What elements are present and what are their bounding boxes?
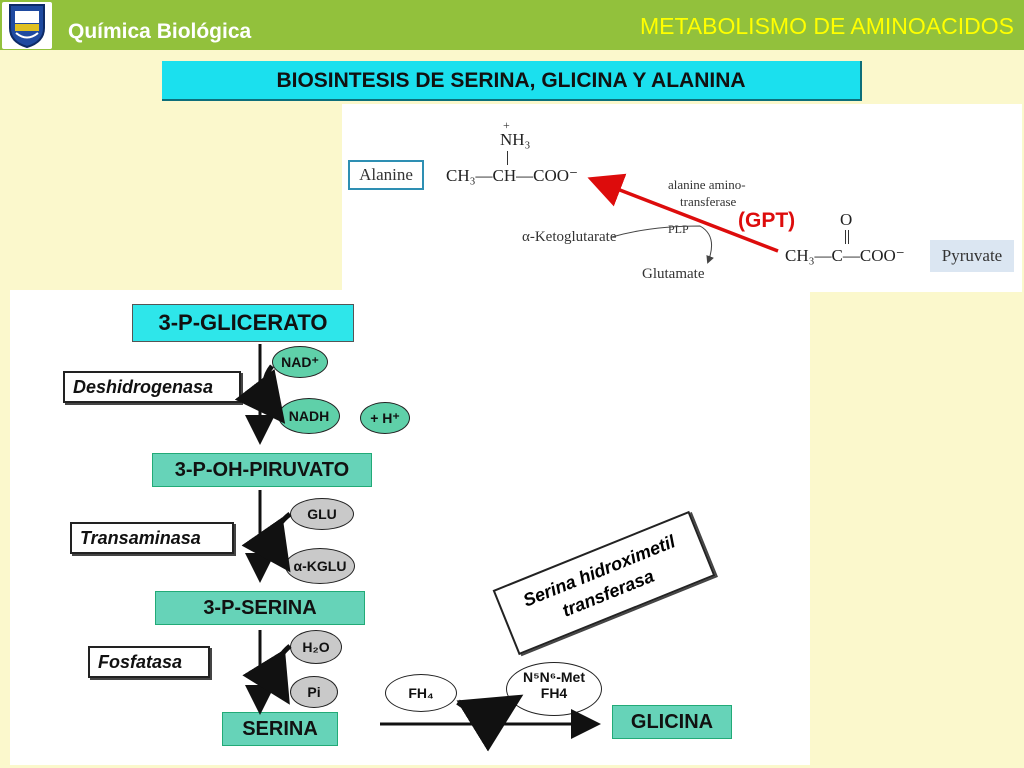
- enzyme-name-line2: transferase: [680, 194, 737, 209]
- pyruvate-label: Pyruvate: [930, 240, 1014, 272]
- fh4-oval: FH₄: [385, 674, 457, 712]
- alanine-formula: CH₃—CH—COO⁻: [446, 166, 579, 185]
- met-line1: N⁵N⁶-Met: [522, 669, 585, 685]
- alanine-reaction-panel: [342, 104, 1022, 292]
- carbonyl-double-bond: [845, 230, 846, 244]
- glu-oval: GLU: [290, 498, 354, 530]
- nadh-oval: NADH: [278, 398, 340, 434]
- alanine-reaction-arrows: [587, 173, 779, 264]
- alanine-label: Alanine: [348, 160, 424, 190]
- serina-box: SERINA: [222, 712, 338, 746]
- fosfatasa-enzyme: Fosfatasa: [88, 646, 210, 678]
- pi-oval: Pi: [290, 676, 338, 708]
- met-line2: FH4: [540, 685, 568, 701]
- water-curved-arrow: [242, 644, 292, 705]
- carbonyl-oxygen: O: [840, 210, 853, 229]
- pyruvate-formula: CH₃—C—COO⁻: [785, 246, 905, 265]
- gpt-arrow: [587, 173, 779, 253]
- water-oval: H₂O: [290, 630, 342, 664]
- nad-oval: NAD⁺: [272, 346, 328, 378]
- course-title: Química Biológica: [68, 20, 252, 43]
- section-title: METABOLISMO DE AMINOACIDOS: [639, 13, 1014, 39]
- plp-cofactor: PLP: [668, 222, 689, 236]
- alpha-ketoglutarate: α-Ketoglutarate: [522, 229, 617, 245]
- transaminasa-enzyme: Transaminasa: [70, 522, 234, 554]
- glutamate-curved-arrow: [611, 225, 714, 264]
- header-bar: Química Biológica METABOLISMO DE AMINOAC…: [0, 0, 1024, 50]
- glicina-box: GLICINA: [612, 705, 732, 739]
- proton-oval: + H⁺: [360, 402, 410, 434]
- 3-p-oh-piruvato-box: 3-P-OH-PIRUVATO: [152, 453, 372, 487]
- university-logo: [2, 2, 52, 49]
- serine-pathway-arrows: [234, 344, 601, 752]
- akglu-oval: α-KGLU: [285, 548, 355, 584]
- enzyme-name-line1: alanine amino-: [668, 177, 746, 192]
- page-title: BIOSINTESIS DE SERINA, GLICINA Y ALANINA: [162, 61, 862, 101]
- deshidrogenasa-enzyme: Deshidrogenasa: [63, 371, 241, 403]
- fh4-curved-arrow: [456, 694, 524, 752]
- glu-curved-arrow: [241, 512, 292, 573]
- gpt-label: (GPT): [738, 209, 796, 232]
- glutamate: Glutamate: [642, 266, 705, 282]
- amino-bond: [507, 151, 508, 165]
- nad-curved-arrow: [234, 364, 286, 424]
- amino-charge: +: [503, 118, 510, 132]
- 3-p-glicerato-box: 3-P-GLICERATO: [132, 304, 354, 342]
- amino-group: NH₃: [500, 130, 531, 149]
- 3-p-serina-box: 3-P-SERINA: [155, 591, 365, 625]
